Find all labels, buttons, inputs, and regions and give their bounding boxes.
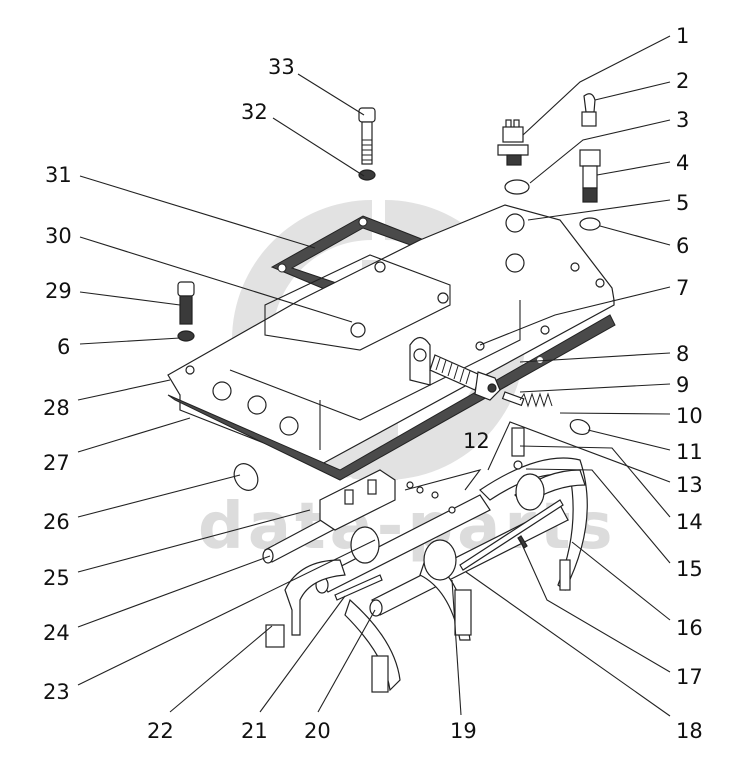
- callout-7: 7: [676, 276, 689, 300]
- callout-22: 22: [147, 719, 174, 743]
- callout-25: 25: [43, 566, 70, 590]
- washer-32: [358, 169, 376, 181]
- callout-23: 23: [43, 680, 70, 704]
- callout-27: 27: [43, 451, 70, 475]
- spring-washer-6: [579, 217, 601, 231]
- shift-fork-20: [344, 598, 401, 693]
- callout-11: 11: [676, 440, 703, 464]
- callout-32: 32: [241, 100, 268, 124]
- leader-lines: [77, 35, 671, 717]
- ball-14: [513, 460, 523, 470]
- callout-5: 5: [676, 191, 689, 215]
- plug-11: [569, 418, 591, 436]
- callout-19: 19: [450, 719, 477, 743]
- pins-12: [406, 481, 456, 514]
- callout-labels: 1 2 3 4 5 6 7 8 9 10 11 12 13 14 15 16 1…: [43, 24, 703, 743]
- callout-18: 18: [676, 719, 703, 743]
- breather: [581, 93, 597, 127]
- callout-30: 30: [45, 224, 72, 248]
- callout-14: 14: [676, 510, 703, 534]
- threaded-bushing: [429, 354, 501, 401]
- callout-13: 13: [676, 473, 703, 497]
- spring-13: [511, 427, 525, 457]
- detent-plunger: [501, 391, 525, 407]
- callout-3: 3: [676, 108, 689, 132]
- bolt-4: [579, 149, 601, 203]
- callout-28: 28: [43, 396, 70, 420]
- shift-lug-23: [319, 469, 396, 531]
- callout-20: 20: [304, 719, 331, 743]
- callout-6b: 6: [57, 335, 70, 359]
- shift-fork-22: [265, 559, 346, 648]
- callout-26: 26: [43, 510, 70, 534]
- callout-12: 12: [463, 429, 490, 453]
- gasket-bottom: [167, 314, 616, 483]
- callout-17: 17: [676, 665, 703, 689]
- switch: [497, 119, 529, 166]
- callout-4: 4: [676, 151, 689, 175]
- interlock-pin-21: [334, 574, 383, 601]
- callout-6: 6: [676, 234, 689, 258]
- callout-1: 1: [676, 24, 689, 48]
- spring-washer-6b: [177, 330, 195, 342]
- callout-9: 9: [676, 373, 689, 397]
- bolt-29: [177, 281, 195, 325]
- bolt-33: [358, 107, 376, 165]
- plug-26: [233, 463, 259, 491]
- callout-2: 2: [676, 69, 689, 93]
- callout-8: 8: [676, 342, 689, 366]
- washer-3: [504, 179, 530, 195]
- housing-cover: [167, 204, 615, 466]
- callout-33: 33: [268, 55, 295, 79]
- callout-31: 31: [45, 163, 72, 187]
- callout-15: 15: [676, 557, 703, 581]
- callout-24: 24: [43, 621, 70, 645]
- callout-10: 10: [676, 404, 703, 428]
- detent-spring: [519, 392, 553, 408]
- callout-16: 16: [676, 616, 703, 640]
- callout-29: 29: [45, 279, 72, 303]
- callout-21: 21: [241, 719, 268, 743]
